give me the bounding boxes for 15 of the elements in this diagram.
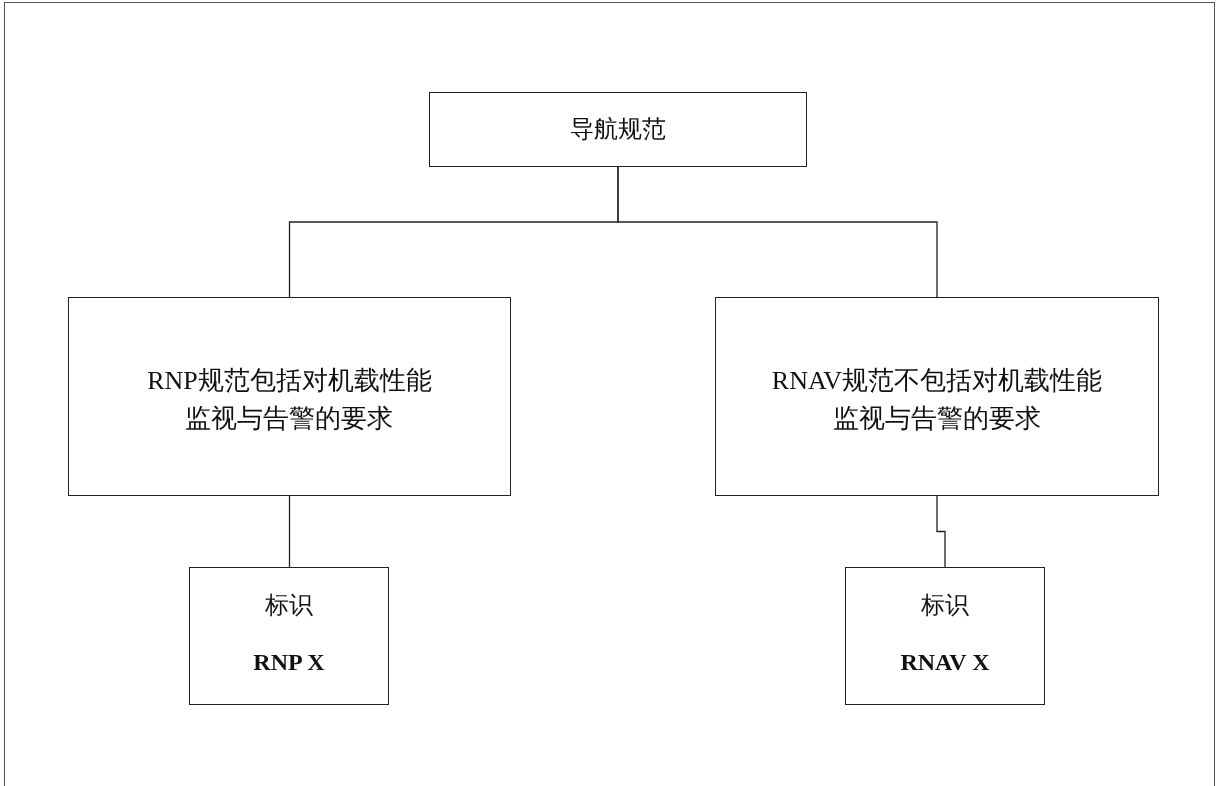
text-box [845,567,1045,705]
box-text: RNAV规范不包括对机载性能监视与告警的要求 [770,365,1104,435]
label-text: 标识 [921,591,969,620]
text-box [715,297,1159,496]
text-box [68,297,511,496]
connector-line [936,495,946,568]
box-text: 导航规范 [570,115,666,145]
code-text: RNP X [253,647,325,677]
box-text: RNP规范包括对机载性能监视与告警的要求 [146,365,433,435]
text-box [429,92,807,167]
connector-line [617,166,938,298]
connector-line [288,495,291,568]
text-box [189,567,389,705]
label-text: 标识 [265,591,313,620]
code-text: RNAV X [900,647,990,677]
